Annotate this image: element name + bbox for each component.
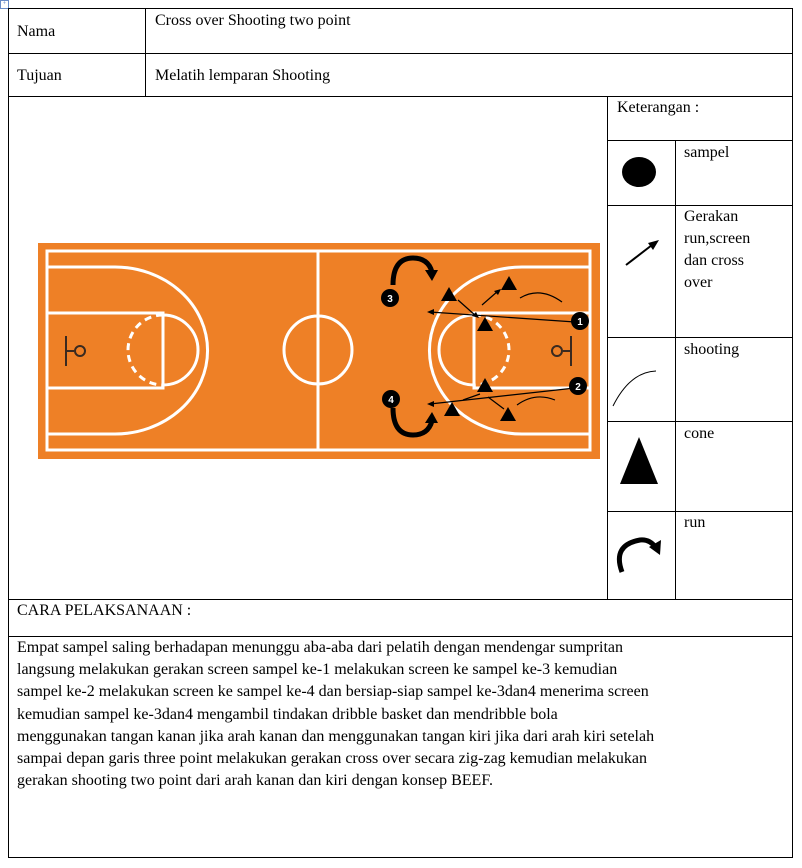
row-divider — [8, 599, 793, 600]
sampel-circle-icon — [622, 157, 656, 187]
row-divider — [8, 53, 793, 54]
player-1-label: 1 — [577, 317, 583, 328]
procedure-line: menggunakan tangan kanan jika arah kanan… — [17, 727, 655, 745]
cone-icon — [444, 402, 460, 416]
legend-divider — [607, 140, 793, 141]
legend-label-sampel: sampel — [684, 144, 730, 161]
procedure-line: gerakan shooting two point dari arah kan… — [17, 772, 493, 790]
cone-icon — [501, 276, 517, 290]
run-curves — [390, 255, 435, 438]
player-3-label: 3 — [387, 294, 393, 305]
legend-divider — [607, 421, 793, 422]
table-move-handle-icon[interactable]: + — [0, 0, 9, 9]
hoop-icon — [551, 336, 572, 366]
arrow-heads — [427, 289, 501, 407]
row-divider — [8, 96, 793, 97]
col-divider — [675, 140, 676, 600]
col-divider — [607, 96, 608, 600]
run-curved-arrow-icon — [616, 537, 661, 573]
procedure-line: sampel ke-2 melakukan screen ke sampel k… — [17, 683, 649, 701]
court-lines — [45, 249, 592, 452]
legend-label-line: run,screen — [684, 230, 751, 247]
procedure-text: Empat sampel saling berhadapan menunggu … — [17, 637, 654, 792]
procedure-line: Empat sampel saling berhadapan menunggu … — [17, 639, 624, 656]
nama-label: Nama — [17, 23, 56, 40]
cone-icon — [620, 437, 658, 484]
hoop-icon — [65, 336, 86, 366]
legend-label-run: run — [684, 514, 706, 531]
table-border-top — [8, 8, 793, 9]
tujuan-value: Melatih lemparan Shooting — [155, 67, 331, 84]
arrow-icon — [625, 240, 659, 266]
player-markers: 1 2 3 4 — [381, 289, 589, 408]
procedure-title: CARA PELAKSANAAN : — [17, 602, 192, 619]
row-divider — [8, 636, 793, 637]
cone-icon — [500, 407, 516, 421]
procedure-line: sampai depan garis three point melakukan… — [17, 750, 647, 768]
legend-divider — [607, 337, 793, 338]
legend-label-gerakan: Gerakan run,screen dan cross over — [684, 206, 750, 294]
procedure-line: kemudian sampel ke-3dan4 mengambil tinda… — [17, 705, 558, 723]
legend-label-line: Gerakan — [684, 208, 739, 225]
table-border-bottom — [8, 857, 793, 858]
player-4-label: 4 — [388, 395, 394, 406]
player-2-label: 2 — [575, 382, 581, 393]
cone-icon — [441, 287, 457, 301]
legend-label-cone: cone — [684, 425, 715, 442]
procedure-line: langsung melakukan gerakan screen sampel… — [17, 661, 618, 679]
legend-label-shooting: shooting — [684, 341, 740, 358]
table-border-left — [8, 8, 9, 858]
cones — [441, 276, 517, 421]
col-divider — [145, 8, 146, 97]
legend-label-line: over — [684, 274, 713, 291]
movement-arrows — [429, 290, 576, 410]
tujuan-label: Tujuan — [17, 67, 62, 84]
nama-value: Cross over Shooting two point — [155, 12, 351, 29]
cone-icon — [477, 317, 493, 331]
legend-title: Keterangan : — [617, 99, 700, 116]
legend-label-line: dan cross — [684, 252, 744, 269]
legend-divider — [607, 205, 793, 206]
table-border-right — [792, 8, 793, 858]
shooting-arc-icon — [612, 370, 657, 407]
run-arrow-heads — [425, 270, 438, 423]
cone-icon — [477, 378, 493, 392]
legend-divider — [607, 511, 793, 512]
